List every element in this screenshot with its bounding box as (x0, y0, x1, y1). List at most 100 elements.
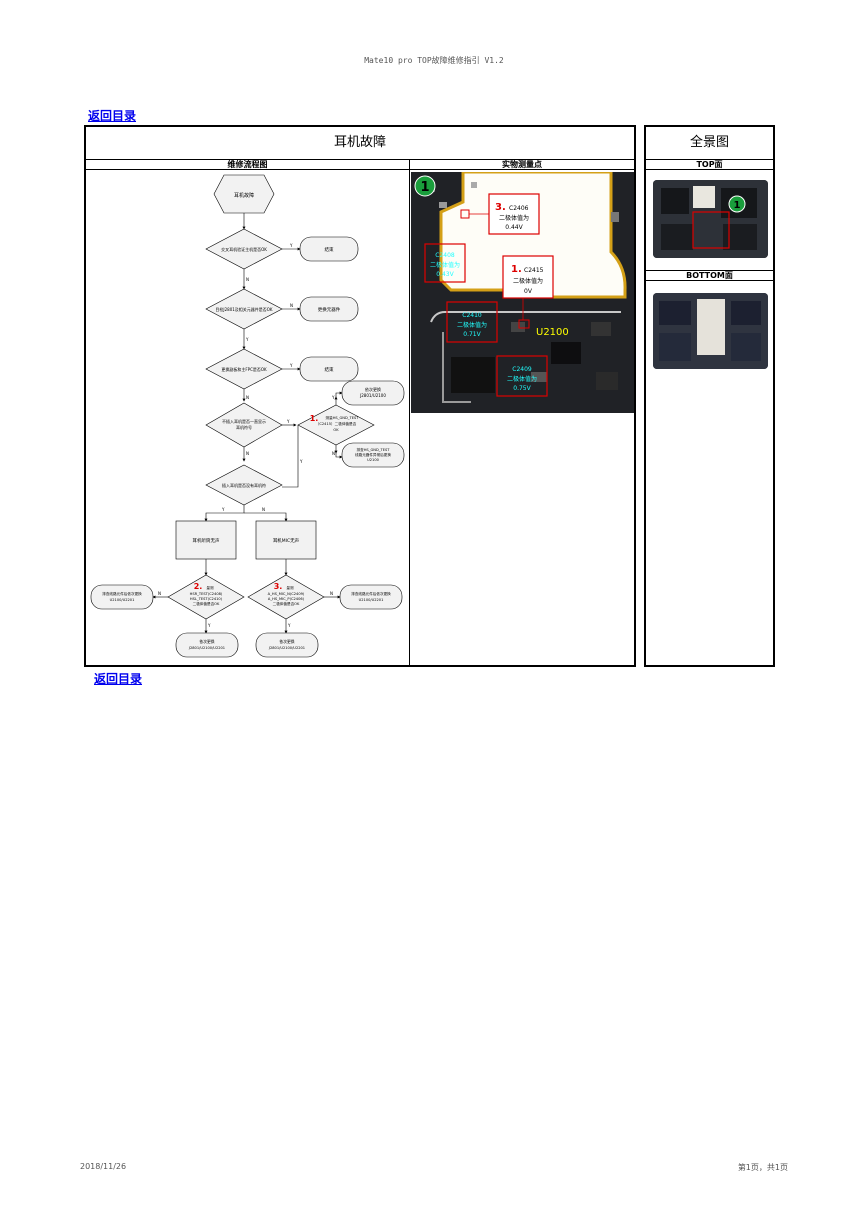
photo-header: 实物测量点 (502, 160, 542, 169)
measure-hsr-label-3: HSL_TEST(C2410) (190, 597, 223, 601)
check-hs-gnd-label-3: U2100 (367, 458, 379, 462)
photo-marker-number: 1 (420, 180, 429, 195)
bottom-side-board-image (653, 293, 768, 369)
earpiece-silent-node (175, 520, 237, 560)
yn-label: N (290, 303, 293, 308)
check-hs-gnd-label-1: 排查HS_GND_TEST (357, 447, 391, 452)
step1-number: 1. (310, 414, 319, 423)
final-replace-1-label-1: 依次更换 (199, 639, 214, 644)
start-node (213, 174, 275, 214)
replace-parts-node (299, 296, 359, 322)
decision-visual-check (205, 288, 283, 330)
top-side-board-image: 1 (653, 180, 768, 258)
decision-measure-c2415 (297, 404, 375, 446)
u2100-label: U2100 (536, 327, 569, 338)
c2415-desc: 二极体值为 (513, 277, 543, 285)
overview-title: 全景图 (689, 135, 729, 150)
right-check-label-1: 排查线路元件后依次更换 (351, 591, 391, 596)
step2-number: 2. (194, 582, 203, 591)
decision-measure-c2415-label-3: OK (333, 428, 339, 432)
bottom-side-label: BOTTOM面 (646, 270, 773, 281)
footer-date: 2018/11/26 (80, 1162, 127, 1171)
c2406-callout (488, 193, 540, 235)
c2409-value: 0.75V (513, 385, 531, 392)
mic-silent-node (255, 520, 317, 560)
yn-label: N (158, 591, 161, 596)
earpiece-silent-label: 耳机听筒无声 (193, 537, 220, 544)
decision-measure-c2415-label-2: （C2415）二极体值是否 (316, 421, 357, 426)
decision-measure-hsr-hsl (167, 574, 245, 620)
c2406-step: 3. (495, 202, 506, 213)
main-title: 耳机故障 (333, 135, 386, 150)
decision-no-symbol-label: 插入耳机是否没有耳机符 (222, 482, 266, 488)
replace-j2801-u2100-node (341, 380, 405, 406)
c2409-callout (496, 355, 548, 397)
yn-label: Y (245, 337, 249, 342)
yn-label: Y (289, 363, 293, 368)
decision-replace-fpc-label: 更换副板和主FPC是否OK (221, 366, 267, 372)
replace-j2801-u2100-label-2: J2801/U2100 (359, 393, 386, 398)
c2408-desc: 二极体值为 (430, 261, 460, 269)
end-node-1-label: 结束 (325, 246, 334, 253)
c2408-name: C2408 (435, 252, 455, 259)
yn-label: Y (207, 623, 211, 628)
left-check-label-2: U2100/U2201 (110, 598, 135, 602)
c2410-value: 0.71V (463, 331, 481, 338)
decision-replace-fpc (205, 348, 283, 390)
measure-hsr-label-2: HSR_TEST(C2408) (190, 592, 223, 596)
end-node-3-label: 结束 (325, 366, 334, 373)
measure-mic-label-4: 二极体值是否OK (273, 601, 300, 606)
repair-flowchart: 耳机故障 交叉耳机验证主机是否OK 目检J2801及相关元器件是否OK 更换副板… (90, 174, 405, 658)
overview-panel: 全景图 TOP面 1 BOTTOM面 (644, 125, 775, 667)
decision-visual-check-label: 目检J2801及相关元器件是否OK (215, 306, 273, 312)
flow-header: 维修流程图 (86, 160, 410, 169)
final-replace-2-label-2: J2801/U2100/U2201 (268, 646, 305, 650)
decision-no-symbol (205, 464, 283, 506)
decision-headset-symbol (205, 402, 283, 448)
c2406-name: C2406 (509, 205, 529, 212)
decision-headset-symbol-label-1: 不插入耳机是否一直显示 (222, 418, 266, 424)
step3-number: 3. (274, 582, 283, 591)
yn-label: Y (331, 395, 335, 400)
decision-measure-c2415-label-1: 测量HS_GND_TEST (326, 415, 360, 420)
replace-j2801-u2100-label-1: 依次更换 (365, 386, 381, 392)
yn-label: N (246, 277, 249, 282)
yn-label: N (332, 451, 335, 456)
c2408-value: 0.43V (436, 271, 454, 278)
decision-cross-verify (205, 228, 283, 270)
c2406-desc: 二极体值为 (499, 214, 529, 222)
yn-label: Y (287, 623, 291, 628)
document-header: Mate10 pro TOP故障维修指引 V1.2 (364, 56, 504, 65)
pcb-measurement-photo: 1 3. C2406 二极体值为 0.44V C2408 二极体值为 0.43V… (411, 172, 634, 413)
c2410-desc: 二极体值为 (457, 321, 487, 329)
left-check-label-1: 排查线路元件后依次更换 (102, 591, 142, 596)
yn-label: Y (286, 419, 290, 424)
yn-label: Y (299, 459, 303, 464)
c2409-name: C2409 (512, 366, 532, 373)
yn-label: N (246, 395, 249, 400)
overview-marker-1-icon (728, 195, 746, 213)
c2409-desc: 二极体值为 (507, 375, 537, 383)
yn-label: Y (289, 243, 293, 248)
measure-mic-label-1: 量测 (286, 585, 294, 590)
final-replace-2-label-1: 依次更换 (279, 639, 294, 644)
decision-headset-symbol-label-2: 耳机符号 (236, 424, 252, 430)
back-to-contents-link-bottom[interactable]: 返回目录 (94, 672, 143, 686)
mic-silent-label: 耳机MIC无声 (273, 537, 300, 544)
check-hs-gnd-node (341, 442, 405, 468)
decision-cross-verify-label: 交叉耳机验证主机是否OK (221, 246, 267, 252)
decision-measure-mic (247, 574, 325, 620)
final-replace-node-2 (255, 632, 319, 658)
c2408-callout (424, 243, 466, 283)
c2415-callout (502, 255, 554, 299)
measure-mic-label-3: A_HS_MIC_P(C2406) (268, 597, 305, 601)
c2410-name: C2410 (462, 312, 482, 319)
yn-label: N (246, 451, 249, 456)
right-check-node (339, 584, 403, 610)
c2415-step: 1. (511, 264, 522, 275)
back-to-contents-link-top[interactable]: 返回目录 (88, 109, 137, 123)
marker-1-icon (414, 175, 436, 197)
right-check-label-2: U2100/U2201 (359, 598, 384, 602)
top-side-highlight (692, 211, 730, 249)
final-replace-node-1 (175, 632, 239, 658)
